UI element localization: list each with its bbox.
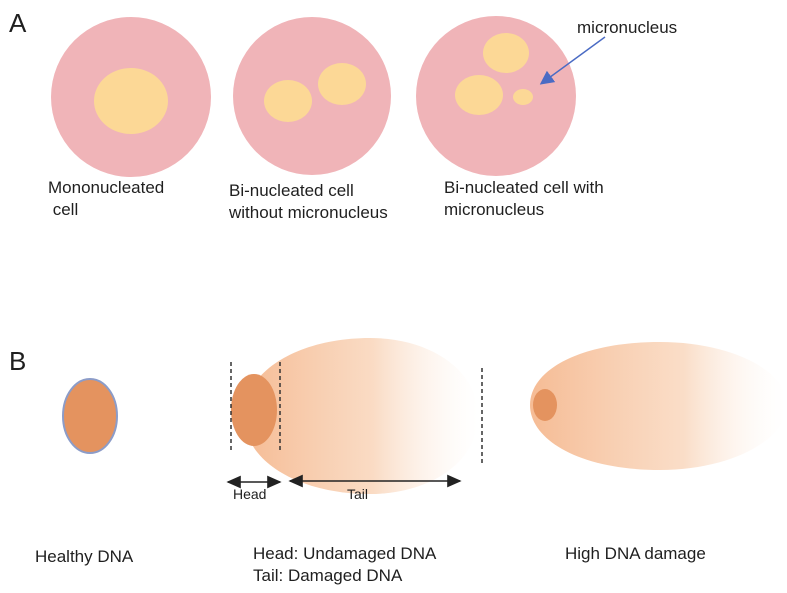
- head-label: Head: [233, 486, 267, 502]
- tail-label: Tail: [347, 486, 369, 502]
- binucleated-cell: [233, 17, 391, 175]
- mononucleated-caption: Mononucleated cell: [48, 178, 165, 219]
- comet-head: [231, 374, 277, 446]
- binucleated-micronucleus-caption: Bi-nucleated cell with micronucleus: [444, 178, 604, 219]
- high-damage-head: [533, 389, 557, 421]
- binucleated-caption: Bi-nucleated cell without micronucleus: [229, 181, 388, 222]
- panel-b-label: B: [9, 346, 27, 376]
- micronucleus-pointer-arrow: [539, 36, 606, 85]
- comet-tail: [244, 338, 478, 494]
- nucleus-left: [264, 80, 312, 122]
- nucleus-top: [483, 33, 529, 73]
- healthy-dna-nucleus: [62, 378, 118, 454]
- comet-caption: Head: Undamaged DNA Tail: Damaged DNA: [253, 544, 437, 585]
- comet-high-damage: [530, 342, 787, 470]
- high-damage-tail: [530, 342, 787, 470]
- nucleus: [94, 68, 168, 134]
- high-damage-caption: High DNA damage: [565, 544, 706, 563]
- micronucleus-annotation: micronucleus: [577, 18, 678, 37]
- healthy-dna-caption: Healthy DNA: [35, 547, 134, 566]
- nucleus-bottom: [455, 75, 503, 115]
- comet-middle: [226, 338, 483, 494]
- binucleated-cell-with-micronucleus: [416, 16, 576, 176]
- nucleus-right: [318, 63, 366, 105]
- panel-a-label: A: [9, 8, 27, 38]
- micronucleus: [513, 89, 533, 105]
- mononucleated-cell: [51, 17, 211, 177]
